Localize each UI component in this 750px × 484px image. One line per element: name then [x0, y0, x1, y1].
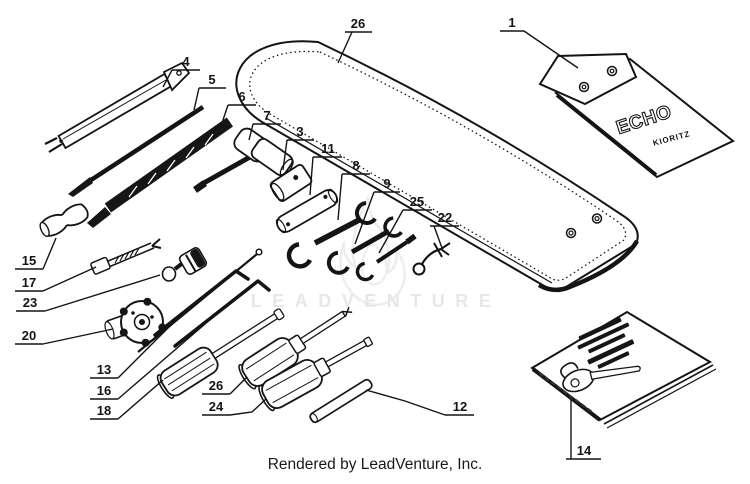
part-number[interactable]: 4 [182, 54, 190, 69]
gauge-rod [137, 248, 263, 353]
callout-1[interactable]: 1 [500, 15, 579, 69]
callout-17[interactable]: 17 [15, 266, 97, 292]
callout-4[interactable]: 4 [162, 54, 200, 88]
callout-14[interactable]: 14 [566, 400, 601, 460]
part-number[interactable]: 17 [22, 275, 36, 290]
callout-20[interactable]: 20 [15, 328, 114, 345]
part-number[interactable]: 9 [383, 176, 390, 191]
tool-pouch-large [235, 40, 639, 293]
hex-key-short [173, 279, 271, 348]
part-number[interactable]: 26 [209, 378, 223, 393]
callout-22[interactable]: 22 [430, 210, 459, 249]
callout-26[interactable]: 26 [337, 16, 372, 64]
round-file [68, 105, 205, 197]
part-number[interactable]: 13 [97, 362, 111, 377]
part-number[interactable]: 8 [352, 158, 359, 173]
part-number[interactable]: 6 [238, 89, 245, 104]
part-number[interactable]: 11 [321, 141, 335, 156]
callout-11[interactable]: 11 [309, 141, 342, 196]
callout-23[interactable]: 23 [16, 274, 161, 312]
tube-spanner [275, 188, 339, 234]
t-wrench [192, 127, 294, 193]
callout-layer: 4 5 6 7 3 11 8 9 25 22 26 1 15 17 23 20 13 16 18 26 24 12 14 [15, 15, 601, 460]
rendered-by-credit: Rendered by LeadVenture, Inc. [267, 456, 483, 473]
callout-3[interactable]: 3 [282, 124, 314, 171]
part-number[interactable]: 24 [209, 399, 224, 414]
callout-26[interactable]: 26 [202, 376, 248, 395]
flat-file [87, 117, 233, 228]
callout-18[interactable]: 18 [90, 379, 164, 420]
file-handle [39, 203, 89, 238]
booklet-cover-text [577, 317, 635, 369]
callout-8[interactable]: 8 [337, 158, 370, 221]
part-number[interactable]: 3 [296, 124, 303, 139]
part-number[interactable]: 25 [410, 194, 424, 209]
callout-24[interactable]: 24 [202, 398, 267, 416]
callout-5[interactable]: 5 [193, 72, 226, 111]
file-holder [44, 61, 191, 153]
leadventure-watermark-text: LEADVENTURE [251, 291, 502, 311]
open-end-wrench-large [286, 201, 377, 269]
echo-pouch-small: ECHO KIORITZ [538, 52, 735, 179]
part-number[interactable]: 5 [208, 72, 215, 87]
socket [269, 164, 313, 202]
socket-driver [156, 308, 285, 399]
screwdriver-phillips [238, 306, 353, 390]
leadventure-flame-watermark-icon [339, 193, 406, 307]
clutch-drum-tool [104, 297, 167, 347]
part-number[interactable]: 1 [508, 15, 515, 30]
part-number[interactable]: 14 [577, 443, 592, 458]
callout-6[interactable]: 6 [220, 89, 256, 127]
callout-25[interactable]: 25 [378, 194, 432, 254]
callout-13[interactable]: 13 [90, 315, 181, 379]
spring-adjuster-tool [90, 238, 162, 275]
open-end-wrench-small [355, 233, 417, 282]
screwdriver-flat [258, 336, 373, 412]
callout-15[interactable]: 15 [15, 237, 57, 270]
part-number[interactable]: 23 [23, 295, 37, 310]
part-number[interactable]: 22 [438, 210, 452, 225]
part-number[interactable]: 16 [97, 383, 111, 398]
owners-manual [530, 310, 717, 429]
part-number[interactable]: 7 [263, 108, 270, 123]
chainsaw-illustration [560, 362, 641, 393]
part-number[interactable]: 20 [22, 328, 36, 343]
callout-16[interactable]: 16 [90, 323, 206, 400]
part-number[interactable]: 18 [97, 403, 111, 418]
part-number[interactable]: 12 [453, 399, 467, 414]
callout-7[interactable]: 7 [248, 108, 281, 141]
part-number[interactable]: 26 [351, 16, 365, 31]
open-end-wrench-medium [326, 216, 403, 275]
callout-12[interactable]: 12 [365, 389, 474, 416]
part-number[interactable]: 15 [22, 253, 36, 268]
booklet-edge-text [538, 372, 593, 413]
callout-9[interactable]: 9 [354, 176, 400, 245]
rod [309, 378, 373, 424]
hook-tool [412, 242, 451, 276]
cap-knob [161, 247, 208, 282]
